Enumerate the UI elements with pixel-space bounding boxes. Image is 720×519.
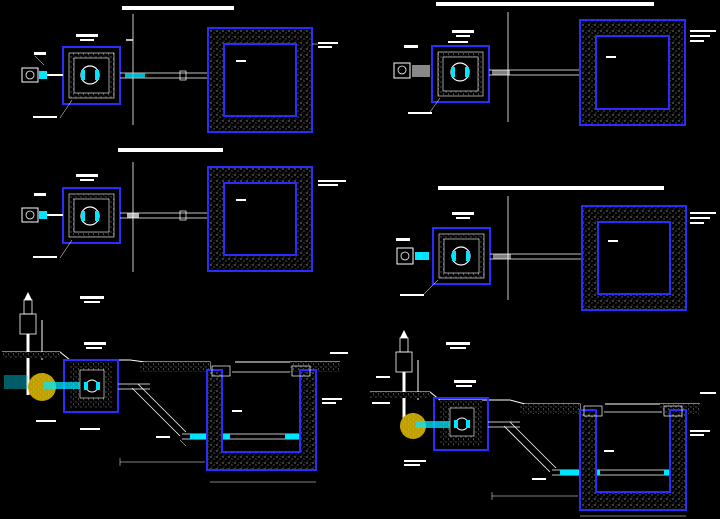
section-title — [80, 296, 104, 299]
title-bar — [438, 186, 664, 190]
chamber — [206, 365, 317, 471]
title-bar — [118, 148, 223, 152]
section-title — [446, 342, 470, 345]
fire-hydrant-icon — [21, 67, 47, 83]
plan-view-top-left — [21, 6, 338, 133]
chamber — [579, 405, 687, 511]
section-view-bottom-right — [370, 330, 716, 517]
section-view-bottom-left — [2, 292, 348, 483]
plan-view-mid-right — [396, 186, 716, 311]
title-bar — [436, 2, 654, 6]
fire-hydrant-icon — [396, 247, 429, 265]
fire-hydrant-icon — [19, 292, 43, 395]
fire-hydrant-icon — [393, 62, 430, 79]
plan-view-top-right — [393, 2, 716, 126]
plan-view-mid-left — [21, 148, 346, 272]
title-bar — [122, 6, 234, 10]
fire-hydrant-icon — [21, 207, 47, 223]
